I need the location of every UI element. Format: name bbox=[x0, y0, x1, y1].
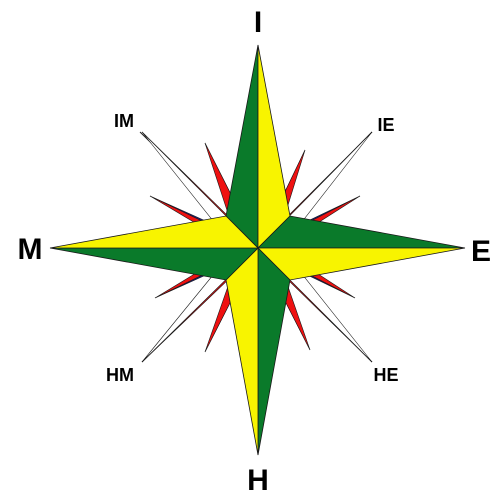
point-s-left bbox=[226, 248, 258, 455]
point-s-right bbox=[258, 248, 290, 455]
label-east: E bbox=[471, 235, 491, 268]
point-w-top bbox=[50, 216, 258, 248]
label-south: H bbox=[247, 464, 269, 495]
point-e-top bbox=[258, 216, 465, 248]
label-northwest: IM bbox=[114, 111, 134, 131]
point-e-bottom bbox=[258, 248, 465, 280]
label-southwest: HM bbox=[106, 365, 134, 385]
label-northeast: IE bbox=[377, 115, 394, 135]
point-n-right bbox=[258, 45, 290, 248]
label-north: I bbox=[254, 6, 262, 39]
label-southeast: HE bbox=[373, 365, 398, 385]
cardinal-points bbox=[50, 45, 465, 455]
label-west: M bbox=[18, 233, 43, 266]
point-w-bottom bbox=[50, 248, 258, 280]
point-n-left bbox=[226, 45, 258, 248]
